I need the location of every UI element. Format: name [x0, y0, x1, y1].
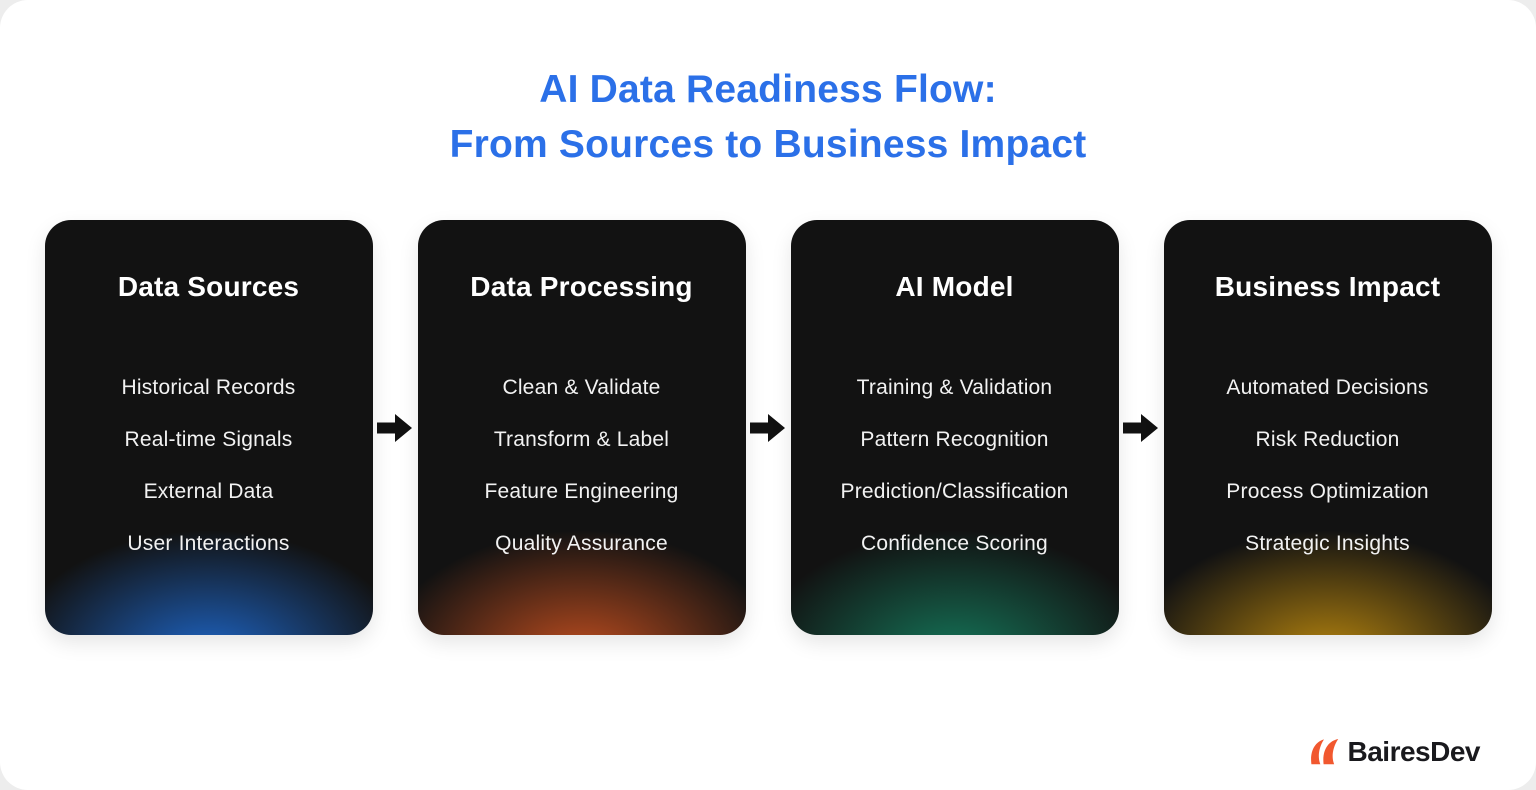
- stage-item: Real-time Signals: [124, 428, 293, 451]
- stage-item: Pattern Recognition: [860, 428, 1049, 451]
- stage-card-data-processing: Data Processing Clean & Validate Transfo…: [417, 220, 746, 635]
- stage-item-list: Training & Validation Pattern Recognitio…: [791, 362, 1119, 570]
- stage-item: Clean & Validate: [502, 376, 661, 399]
- stage-item: Confidence Scoring: [861, 532, 1048, 555]
- flow-arrow: [373, 413, 418, 443]
- bairesdev-logo-icon: [1310, 739, 1338, 765]
- stage-title: Data Processing: [470, 271, 693, 302]
- flow-arrow: [746, 413, 791, 443]
- stage-title: Business Impact: [1214, 271, 1441, 302]
- page-title-line1: AI Data Readiness Flow:: [539, 68, 997, 111]
- stage-item-list: Clean & Validate Transform & Label Featu…: [418, 362, 746, 570]
- page-title-line2: From Sources to Business Impact: [449, 123, 1087, 166]
- stage-item: Prediction/Classification: [840, 480, 1069, 503]
- bairesdev-logo: BairesDev: [1309, 736, 1481, 768]
- stage-item: Automated Decisions: [1226, 376, 1429, 399]
- stage-card-ai-model: AI Model Training & Validation Pattern R…: [790, 220, 1119, 635]
- brand-text: BairesDev: [1347, 736, 1481, 767]
- flow-arrow: [1119, 413, 1164, 443]
- stage-item: Historical Records: [121, 376, 296, 399]
- stage-item: External Data: [143, 480, 274, 503]
- stage-title: Data Sources: [117, 271, 300, 302]
- stage-card-business-impact: Business Impact Automated Decisions Risk…: [1163, 220, 1492, 635]
- stage-card-data-sources: Data Sources Historical Records Real-tim…: [44, 220, 373, 635]
- stage-item: Strategic Insights: [1245, 532, 1410, 555]
- stage-item: Feature Engineering: [484, 480, 679, 503]
- stage-item: Training & Validation: [856, 376, 1053, 399]
- stage-item: Risk Reduction: [1255, 428, 1400, 451]
- right-arrow-icon: [377, 413, 412, 442]
- stage-item: User Interactions: [127, 532, 290, 555]
- stage-item: Transform & Label: [493, 428, 670, 451]
- flow-diagram: Data Sources Historical Records Real-tim…: [0, 220, 1536, 635]
- stage-item-list: Automated Decisions Risk Reduction Proce…: [1164, 362, 1492, 570]
- page-title: AI Data Readiness Flow: From Sources to …: [0, 62, 1536, 172]
- stage-item: Quality Assurance: [495, 532, 668, 555]
- right-arrow-icon: [750, 413, 785, 442]
- stage-title: AI Model: [895, 271, 1014, 302]
- stage-item: Process Optimization: [1226, 480, 1429, 503]
- right-arrow-icon: [1123, 413, 1158, 442]
- stage-item-list: Historical Records Real-time Signals Ext…: [45, 362, 373, 570]
